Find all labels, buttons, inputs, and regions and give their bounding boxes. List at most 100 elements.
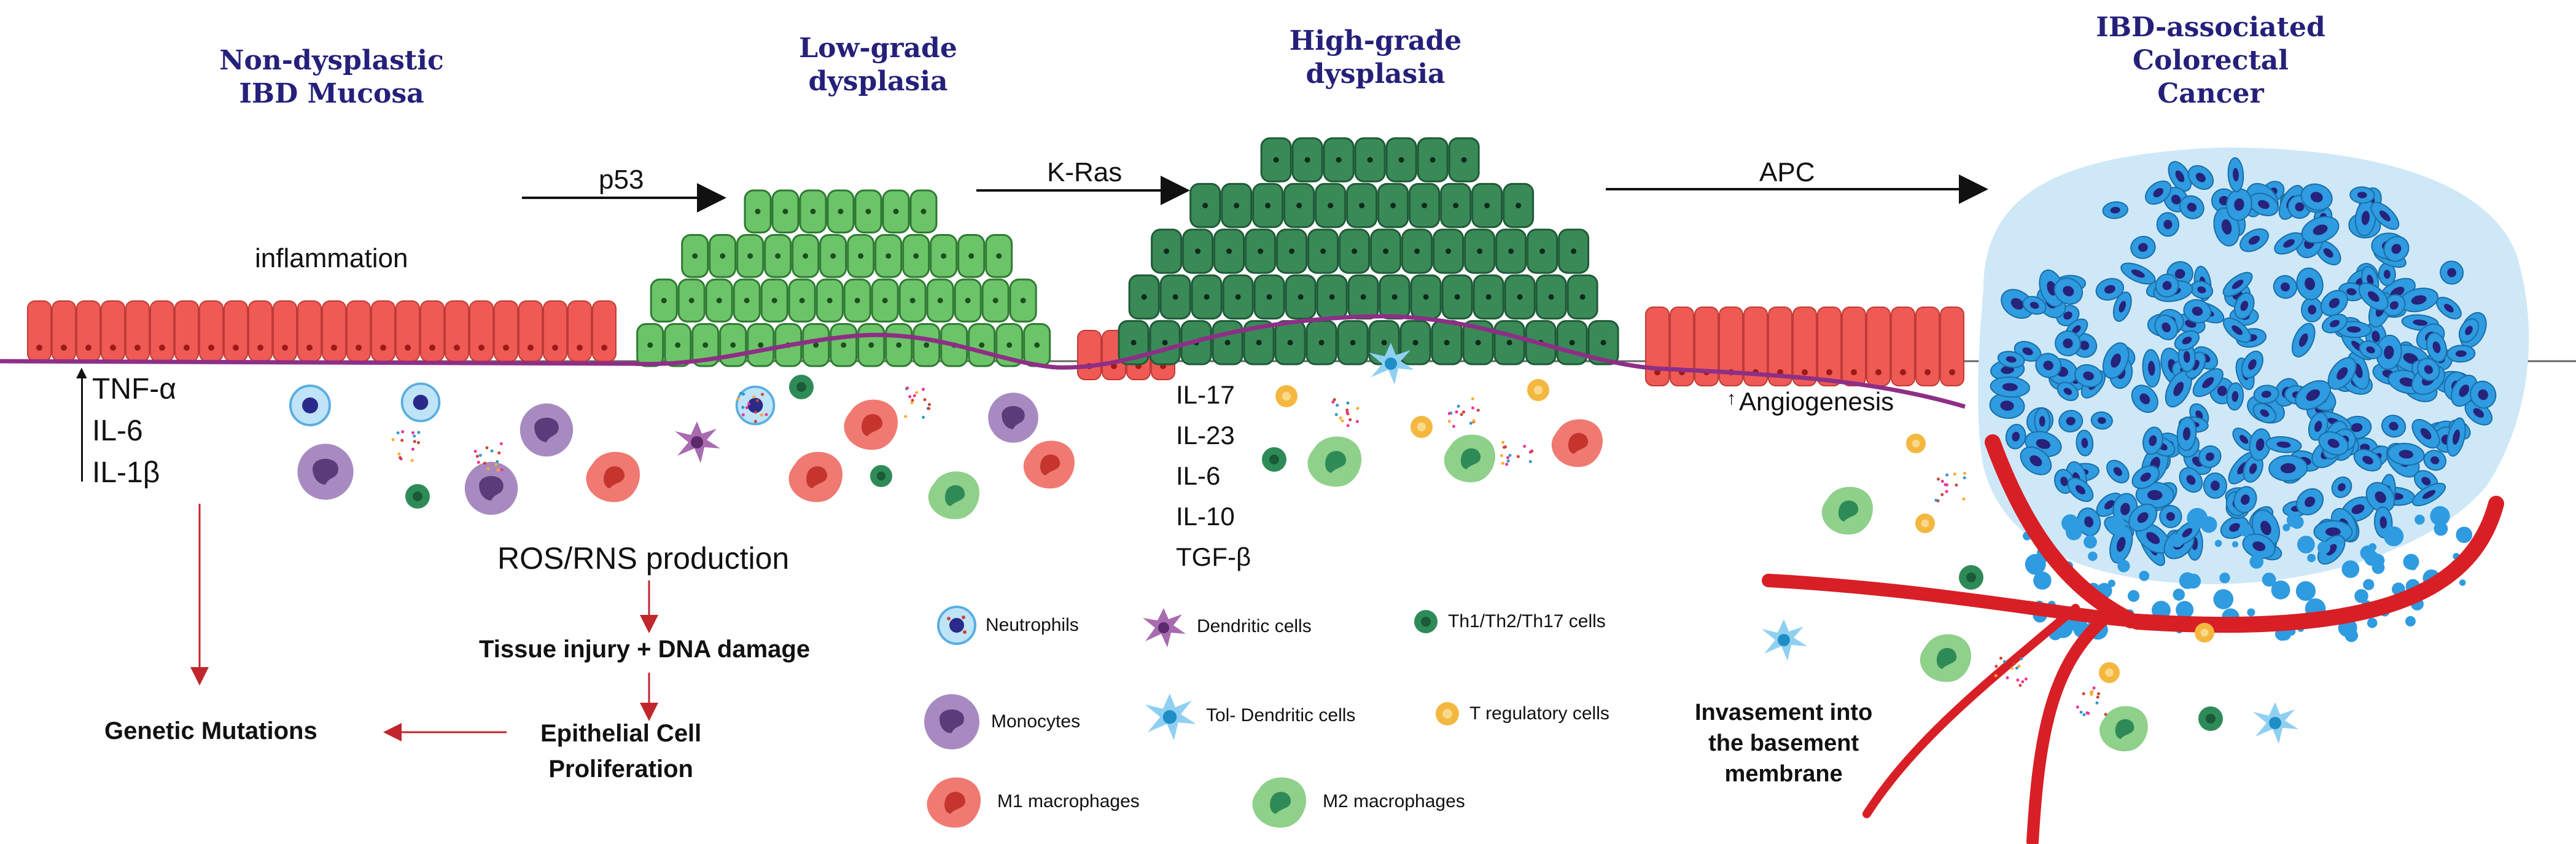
- cell-nucleus: [1422, 203, 1428, 209]
- detached-tumor-cell: [2405, 615, 2416, 627]
- cell-nucleus: [688, 297, 695, 303]
- normal-epithelium-right: [1645, 307, 1964, 386]
- cytokine-particle: [1455, 410, 1458, 414]
- tumor-cell: [2057, 381, 2079, 401]
- detached-tumor-cell: [2367, 617, 2378, 628]
- cell-nucleus: [1924, 369, 1931, 375]
- cell-nucleus: [1381, 340, 1387, 346]
- monocyte-icon: [519, 403, 574, 457]
- blood-vessels: [1762, 434, 2504, 844]
- cytokine-particle: [1940, 480, 1944, 483]
- normal-epithelial-cell: [174, 300, 199, 362]
- cytokine-particle: [1500, 454, 1503, 458]
- colorectal-tumor-mass: [1978, 147, 2529, 643]
- cytokine-particle: [496, 468, 500, 472]
- cytokine-particle: [910, 401, 914, 405]
- cytokine-particle: [1934, 498, 1938, 502]
- stage-title-high-grade: High-grade dysplasia: [1289, 25, 1462, 90]
- cell-nucleus: [937, 297, 943, 303]
- transition-label-p53: p53: [599, 165, 644, 195]
- legend-m2: M2 macrophages: [1247, 771, 1465, 832]
- cell-nucleus: [1851, 369, 1857, 375]
- normal-epithelial-cell: [224, 300, 248, 362]
- t-helper-cell-icon: [1262, 447, 1286, 472]
- cell-nucleus: [282, 345, 288, 351]
- legend-dendritic: Dendritic cells: [1139, 602, 1312, 651]
- cytokine-particle: [911, 399, 914, 402]
- detached-tumor-cell: [2403, 553, 2419, 570]
- tumor-cell: [2353, 448, 2383, 472]
- cytokine-particle: [1469, 421, 1473, 425]
- cytokine-particle: [2017, 664, 2021, 668]
- cytokine-particle: [1501, 440, 1505, 444]
- normal-epithelial-cell: [27, 300, 52, 362]
- tumor-cell: [2383, 235, 2410, 262]
- detached-tumor-cell: [2383, 526, 2404, 547]
- cell-nucleus: [865, 208, 871, 214]
- t-regulatory-cell-icon: [1527, 379, 1549, 401]
- detached-tumor-cell: [2297, 536, 2315, 553]
- monocyte-icon: [297, 443, 354, 500]
- tumor-cell: [2239, 228, 2269, 252]
- cell-nucleus: [257, 345, 263, 351]
- cell-nucleus: [1318, 340, 1325, 346]
- legend-toldc: Tol- Dendritic cells: [1142, 688, 1355, 743]
- normal-epithelial-cell: [273, 300, 297, 362]
- cytokine-particle: [1346, 401, 1350, 405]
- t-regulatory-cell-icon: [1915, 514, 1935, 533]
- detached-tumor-cell: [2282, 523, 2290, 531]
- cytokine-particle: [747, 402, 751, 405]
- tumor-cell: [2375, 334, 2402, 370]
- tumor-cell: [2242, 533, 2276, 559]
- cell-nucleus: [1484, 203, 1490, 209]
- cytokine-particle: [391, 438, 395, 442]
- cell-nucleus: [1446, 248, 1452, 254]
- cell-nucleus: [810, 208, 816, 214]
- cytokine-particle: [2015, 666, 2018, 670]
- tumor-cell: [2470, 380, 2497, 409]
- tumor-cell: [2053, 277, 2084, 305]
- normal-epithelial-cell: [76, 300, 101, 362]
- detached-tumor-cell: [2107, 516, 2126, 534]
- tumor-cell: [2223, 317, 2252, 343]
- detached-tumor-cell: [2456, 526, 2473, 544]
- tumor-cell: [2411, 482, 2446, 507]
- cytokine-particle: [400, 439, 404, 442]
- cell-nucleus: [1539, 248, 1546, 254]
- cell-nucleus: [1204, 294, 1210, 300]
- tumor-cell: [2005, 424, 2026, 450]
- cytokine-particle: [753, 420, 757, 423]
- cytokine-particle: [2090, 692, 2093, 696]
- normal-epithelial-cell: [1077, 330, 1102, 380]
- detached-tumor-cell: [2179, 572, 2196, 589]
- tumor-cell: [2135, 522, 2171, 554]
- cytokine-particle: [921, 388, 925, 391]
- cytokine-particle: [1348, 418, 1352, 421]
- normal-epithelial-cell: [248, 300, 273, 362]
- normal-epithelial-cell: [1670, 307, 1694, 386]
- tumor-cell: [1990, 376, 2031, 398]
- cytokine-particle: [1945, 473, 1949, 477]
- tumor-cell: [2291, 322, 2316, 358]
- detached-tumor-cell: [2088, 551, 2098, 561]
- tumor-cell: [2174, 330, 2200, 351]
- cell-nucleus: [1475, 340, 1481, 346]
- cell-nucleus: [1256, 340, 1262, 346]
- t-helper-cell-icon: [870, 465, 892, 487]
- cytokine-particle: [1356, 407, 1360, 410]
- cell-nucleus: [331, 345, 337, 351]
- cell-nucleus: [1287, 340, 1293, 346]
- cell-nucleus: [941, 253, 947, 259]
- cell-nucleus: [1289, 248, 1295, 254]
- cell-nucleus: [1265, 203, 1271, 209]
- cell-nucleus: [909, 297, 916, 303]
- cell-nucleus: [110, 345, 116, 351]
- cytokine-particle: [497, 451, 501, 455]
- tumor-cell: [2268, 455, 2308, 482]
- cytokine-particle: [1516, 455, 1520, 458]
- tumor-cell: [2131, 385, 2158, 413]
- tumor-cell: [2159, 504, 2182, 528]
- cell-nucleus: [1423, 294, 1429, 300]
- tumor-cell: [2109, 525, 2133, 564]
